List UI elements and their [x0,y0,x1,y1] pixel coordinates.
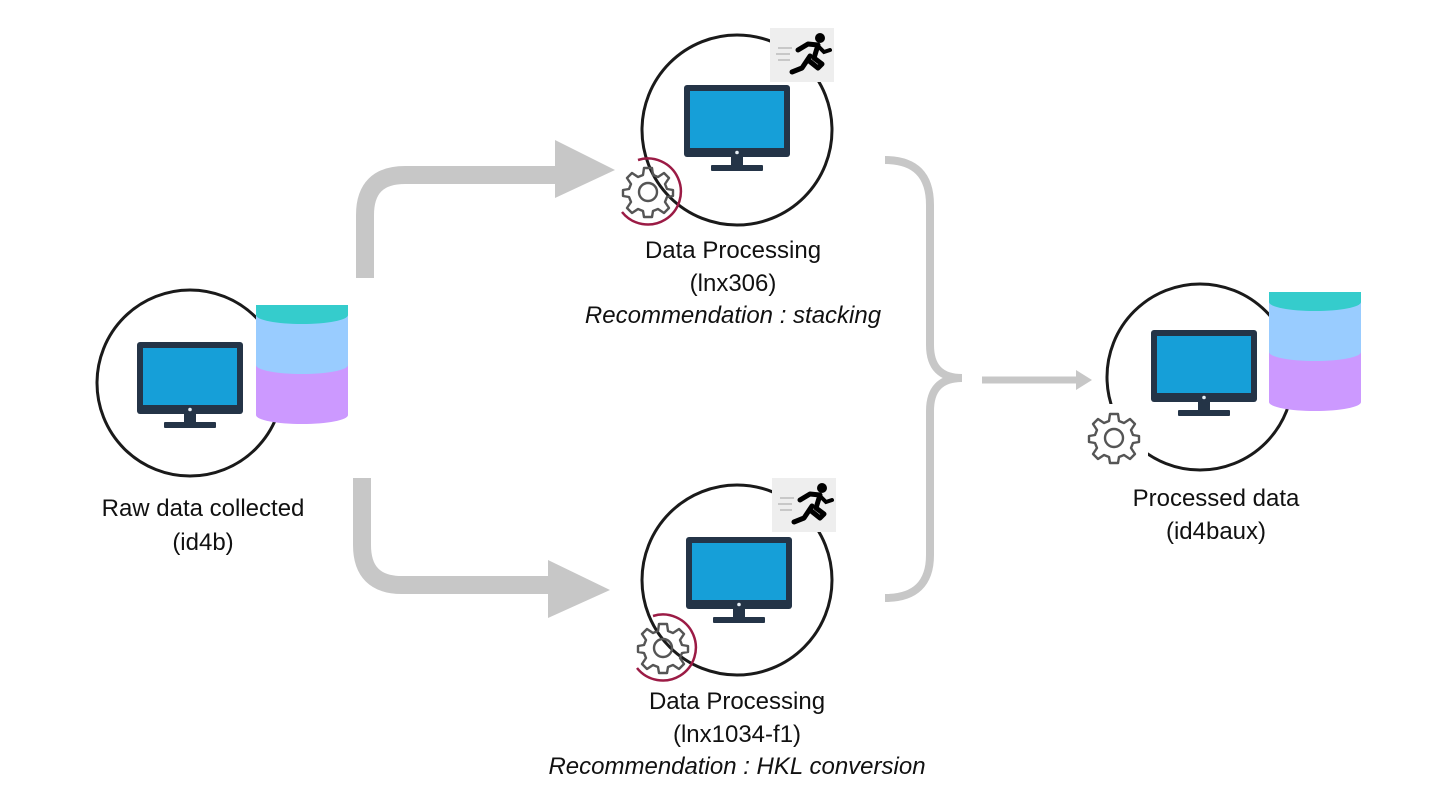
merge-brace [884,156,963,602]
database-icon [255,303,349,425]
processed-data-title: Processed data [1132,485,1300,512]
proc-top-recommendation: Recommendation : stacking [584,302,882,329]
arrow-to-bottom-processing [353,478,610,618]
node-processed-data [1080,282,1362,472]
raw-data-title: Raw data collected [101,495,305,522]
arrow-to-top-processing [356,140,615,278]
gear-icon [1080,404,1148,472]
database-icon [1268,290,1362,412]
running-person-icon [772,478,836,532]
processed-data-host: (id4baux) [1165,518,1267,545]
running-person-icon [770,28,834,82]
proc-bottom-recommendation: Recommendation : HKL conversion [548,753,926,780]
proc-top-title: Data Processing [644,237,822,264]
proc-top-host: (lnx306) [689,270,777,297]
proc-bottom-host: (lnx1034-f1) [672,721,802,748]
raw-data-host: (id4b) [172,529,234,556]
node-processing-lnx306 [621,28,834,227]
gear-refresh-icon [621,157,683,226]
gear-refresh-icon [636,613,698,682]
proc-bottom-title: Data Processing [648,688,826,715]
node-raw-data [95,288,349,478]
arrow-to-processed-data [982,370,1092,390]
node-processing-lnx1034-f1 [636,478,836,682]
